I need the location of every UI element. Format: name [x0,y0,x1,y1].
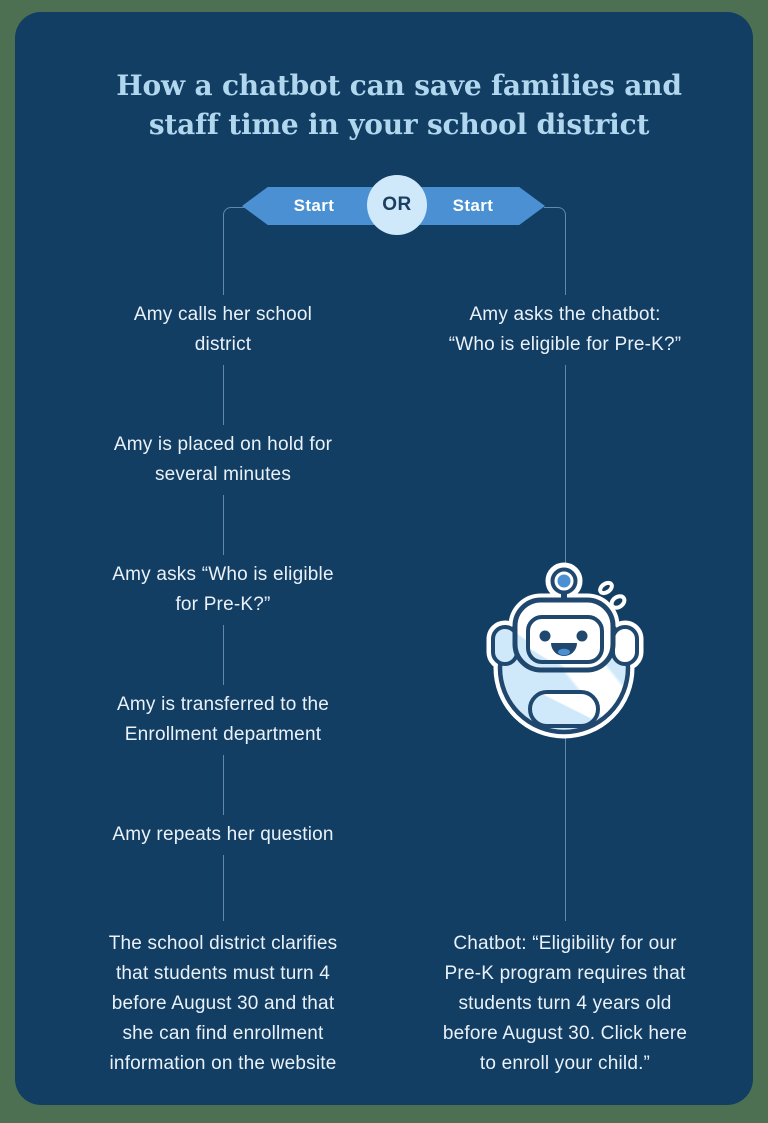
start-label-left: Start [293,196,335,215]
flow-step-left-6: The school district clarifies that stude… [57,924,389,1084]
flow-step-left-5: Amy repeats her question [57,815,389,855]
flow-step-left-3: Amy asks “Who is eligible for Pre-K?” [57,555,389,625]
page-title: How a chatbot can save families and staf… [116,69,682,141]
flow-step-left-2: Amy is placed on hold for several minute… [57,425,389,495]
flow-step-left-4: Amy is transferred to the Enrollment dep… [57,685,389,755]
infographic-card: How a chatbot can save families and staf… [15,12,753,1105]
or-label: OR [382,194,412,215]
flow-step-right-2: Chatbot: “Eligibility for our Pre-K prog… [399,924,731,1084]
flow-step-right-1: Amy asks the chatbot: “Who is eligible f… [399,295,731,365]
start-label-right: Start [452,196,494,215]
chatbot-robot-icon [486,562,644,739]
or-badge: OR [367,175,427,235]
flow-step-left-1: Amy calls her school district [57,295,389,365]
